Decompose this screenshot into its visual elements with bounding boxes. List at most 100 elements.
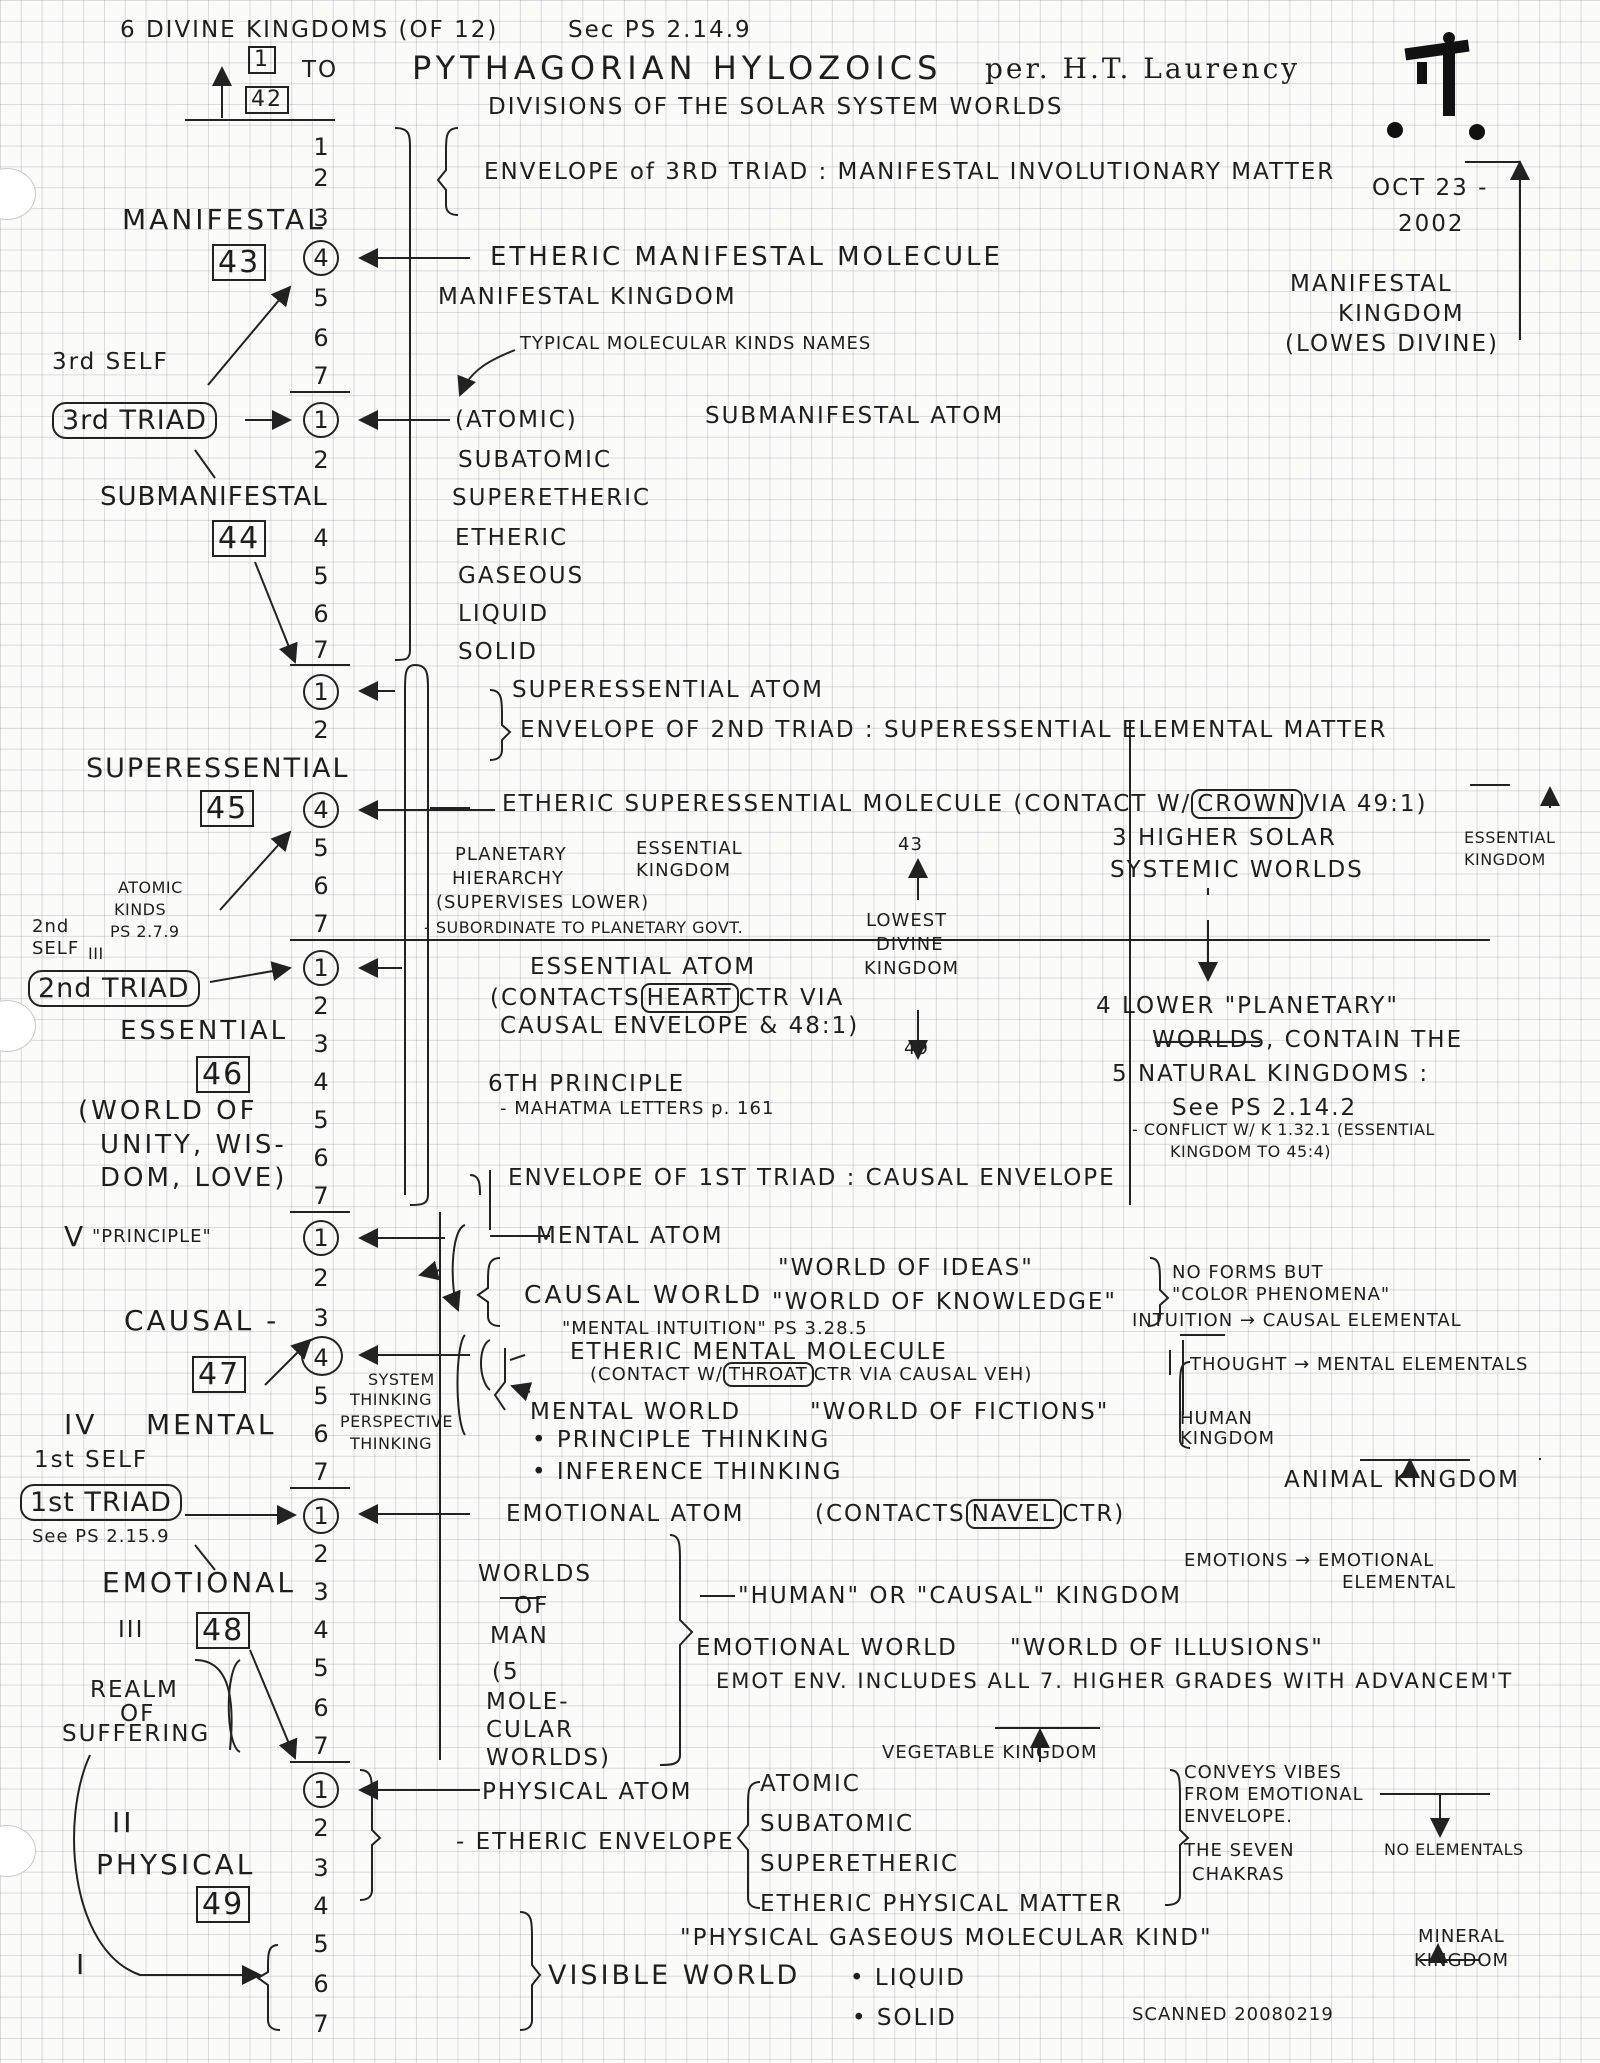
roman-iv: IV bbox=[64, 1408, 98, 1441]
essential-kingdom-2: KINGDOM bbox=[636, 860, 732, 881]
etheric-mental-molecule: ETHERIC MENTAL MOLECULE bbox=[570, 1339, 948, 1365]
sub-7: 7 bbox=[313, 362, 329, 390]
solid-label: SOLID bbox=[458, 639, 539, 665]
contacts-navel-pre: (CONTACTS bbox=[815, 1501, 966, 1527]
mineral-kingdom-2: KINGDOM bbox=[1414, 1950, 1510, 1971]
envelope-1st-triad: ENVELOPE OF 1ST TRIAD : CAUSAL ENVELOPE bbox=[508, 1165, 1116, 1191]
physical-atom: PHYSICAL ATOM bbox=[482, 1779, 693, 1805]
kingdom-number-49: 49 bbox=[904, 1038, 929, 1059]
thought-mental-elementals: THOUGHT → MENTAL ELEMENTALS bbox=[1190, 1354, 1529, 1375]
hebrew-logo bbox=[1385, 30, 1495, 150]
world-number-47: 47 bbox=[192, 1356, 247, 1393]
sub-1: 1 bbox=[313, 678, 329, 706]
sub-6: 6 bbox=[313, 1420, 329, 1448]
manifestal-kingdom-note-2: KINGDOM bbox=[1338, 301, 1465, 327]
worlds-of-man-3: MAN bbox=[490, 1623, 549, 1649]
circled-1 bbox=[303, 1220, 339, 1256]
sub-3: 3 bbox=[313, 1854, 329, 1882]
roman-ii: II bbox=[112, 1806, 135, 1839]
sub-3: 3 bbox=[313, 1578, 329, 1606]
world-of-ideas: "WORLD OF IDEAS" bbox=[778, 1255, 1034, 1281]
intuition-causal-elemental: INTUITION → CAUSAL ELEMENTAL bbox=[1132, 1310, 1462, 1331]
manifestal-kingdom-note-1: MANIFESTAL bbox=[1290, 271, 1453, 297]
conveys-vibes-3: ENVELOPE. bbox=[1184, 1806, 1294, 1827]
no-elementals: NO ELEMENTALS bbox=[1384, 1840, 1524, 1859]
sub-2: 2 bbox=[313, 446, 329, 474]
throat-center: THROAT bbox=[722, 1362, 814, 1387]
emotions-emotional: EMOTIONS → EMOTIONAL bbox=[1184, 1550, 1435, 1571]
thinking-4: THINKING bbox=[350, 1434, 433, 1453]
essential-atom: ESSENTIAL ATOM bbox=[530, 954, 757, 980]
seven-chakras-1: THE SEVEN bbox=[1184, 1840, 1295, 1861]
planetary-1: PLANETARY bbox=[455, 844, 567, 865]
worlds-of-man-7: WORLDS) bbox=[486, 1745, 611, 1771]
date-line-2: 2002 bbox=[1398, 211, 1465, 237]
atomic-label: (ATOMIC) bbox=[455, 407, 578, 433]
manifestal-kingdom-note-3: (LOWES DIVINE) bbox=[1285, 331, 1499, 357]
mental-intuition: "MENTAL INTUITION" PS 3.28.5 bbox=[562, 1318, 868, 1339]
world-name-emotional: EMOTIONAL bbox=[102, 1566, 296, 1599]
superessential-atom: SUPERESSENTIAL ATOM bbox=[512, 677, 824, 703]
kingdom-number-43: 43 bbox=[898, 834, 923, 855]
world-name-submanifestal: SUBMANIFESTAL bbox=[100, 482, 328, 512]
third-self: 3rd SELF bbox=[52, 349, 169, 375]
sub-4: 4 bbox=[313, 1892, 329, 1920]
inference-thinking: • INFERENCE THINKING bbox=[532, 1459, 843, 1485]
circled-1 bbox=[303, 402, 339, 438]
typical-molecular-kinds: TYPICAL MOLECULAR KINDS NAMES bbox=[520, 333, 872, 354]
lower-planetary-1: 4 LOWER "PLANETARY" bbox=[1096, 993, 1400, 1019]
mental-world: MENTAL WORLD bbox=[530, 1399, 742, 1425]
sub-5: 5 bbox=[313, 1930, 329, 1958]
sub-2: 2 bbox=[313, 164, 329, 192]
manifestal-kingdom: MANIFESTAL KINGDOM bbox=[438, 284, 737, 310]
divine-kingdoms-heading: 6 DIVINE KINGDOMS (OF 12) bbox=[120, 17, 499, 43]
sub-1: 1 bbox=[313, 133, 329, 161]
circled-4 bbox=[303, 240, 339, 276]
lower-planetary-5: - CONFLICT W/ K 1.32.1 (ESSENTIAL bbox=[1132, 1120, 1435, 1139]
realm-2: OF bbox=[120, 1701, 156, 1727]
circled-1 bbox=[303, 950, 339, 986]
sub-4: 4 bbox=[313, 1068, 329, 1096]
circled-1 bbox=[303, 674, 339, 710]
world-name-manifestal: MANIFESTAL bbox=[122, 203, 326, 236]
circled-1 bbox=[303, 1772, 339, 1808]
atomic-kinds-2: KINDS bbox=[114, 900, 167, 919]
emotional-world: EMOTIONAL WORLD bbox=[696, 1635, 958, 1661]
lower-planetary-2: WORLDS, CONTAIN THE bbox=[1152, 1027, 1464, 1053]
sub-1: 1 bbox=[313, 1224, 329, 1252]
conveys-vibes-2: FROM EMOTIONAL bbox=[1184, 1784, 1364, 1805]
higher-solar-2: SYSTEMIC WORLDS bbox=[1110, 857, 1364, 883]
sub-6: 6 bbox=[313, 1144, 329, 1172]
world-name-essential: ESSENTIAL bbox=[120, 1016, 289, 1046]
worlds-of-man-1: WORLDS bbox=[478, 1561, 592, 1587]
range-high-box: 42 bbox=[245, 86, 289, 115]
navel-center: NAVEL bbox=[965, 1499, 1063, 1529]
lower-planetary-4: See PS 2.14.2 bbox=[1172, 1095, 1358, 1121]
thinking-3: PERSPECTIVE bbox=[340, 1412, 454, 1431]
world-number-48: 48 bbox=[196, 1612, 251, 1649]
etheric-superessential-pre: ETHERIC SUPERESSENTIAL MOLECULE (CONTACT… bbox=[502, 791, 1192, 817]
seven-chakras-2: CHAKRAS bbox=[1192, 1864, 1285, 1885]
sub-1: 1 bbox=[313, 406, 329, 434]
sub-6: 6 bbox=[313, 1694, 329, 1722]
contact-throat-post: CTR VIA CAUSAL VEH) bbox=[813, 1364, 1033, 1385]
sub-5: 5 bbox=[313, 834, 329, 862]
supervises-lower: (SUPERVISES LOWER) bbox=[436, 892, 650, 913]
animal-kingdom: ANIMAL KINGDOM bbox=[1284, 1467, 1520, 1493]
liquid-label: LIQUID bbox=[458, 601, 550, 627]
sub-3: 3 bbox=[313, 204, 329, 232]
sub-4: 4 bbox=[313, 796, 329, 824]
heart-center: HEART bbox=[640, 983, 739, 1013]
sub-7: 7 bbox=[313, 636, 329, 664]
higher-solar-1: 3 HIGHER SOLAR bbox=[1112, 825, 1337, 851]
lowest-2: DIVINE bbox=[876, 934, 944, 955]
sub-2: 2 bbox=[313, 716, 329, 744]
sub-7: 7 bbox=[313, 1182, 329, 1210]
sub-3: 3 bbox=[313, 1304, 329, 1332]
envelope-2nd-triad: ENVELOPE OF 2ND TRIAD : SUPERESSENTIAL E… bbox=[520, 717, 1388, 743]
sub-6: 6 bbox=[313, 600, 329, 628]
first-self: 1st SELF bbox=[34, 1447, 149, 1473]
second-triad: 2nd TRIAD bbox=[28, 970, 200, 1007]
range-to: TO bbox=[302, 57, 339, 83]
